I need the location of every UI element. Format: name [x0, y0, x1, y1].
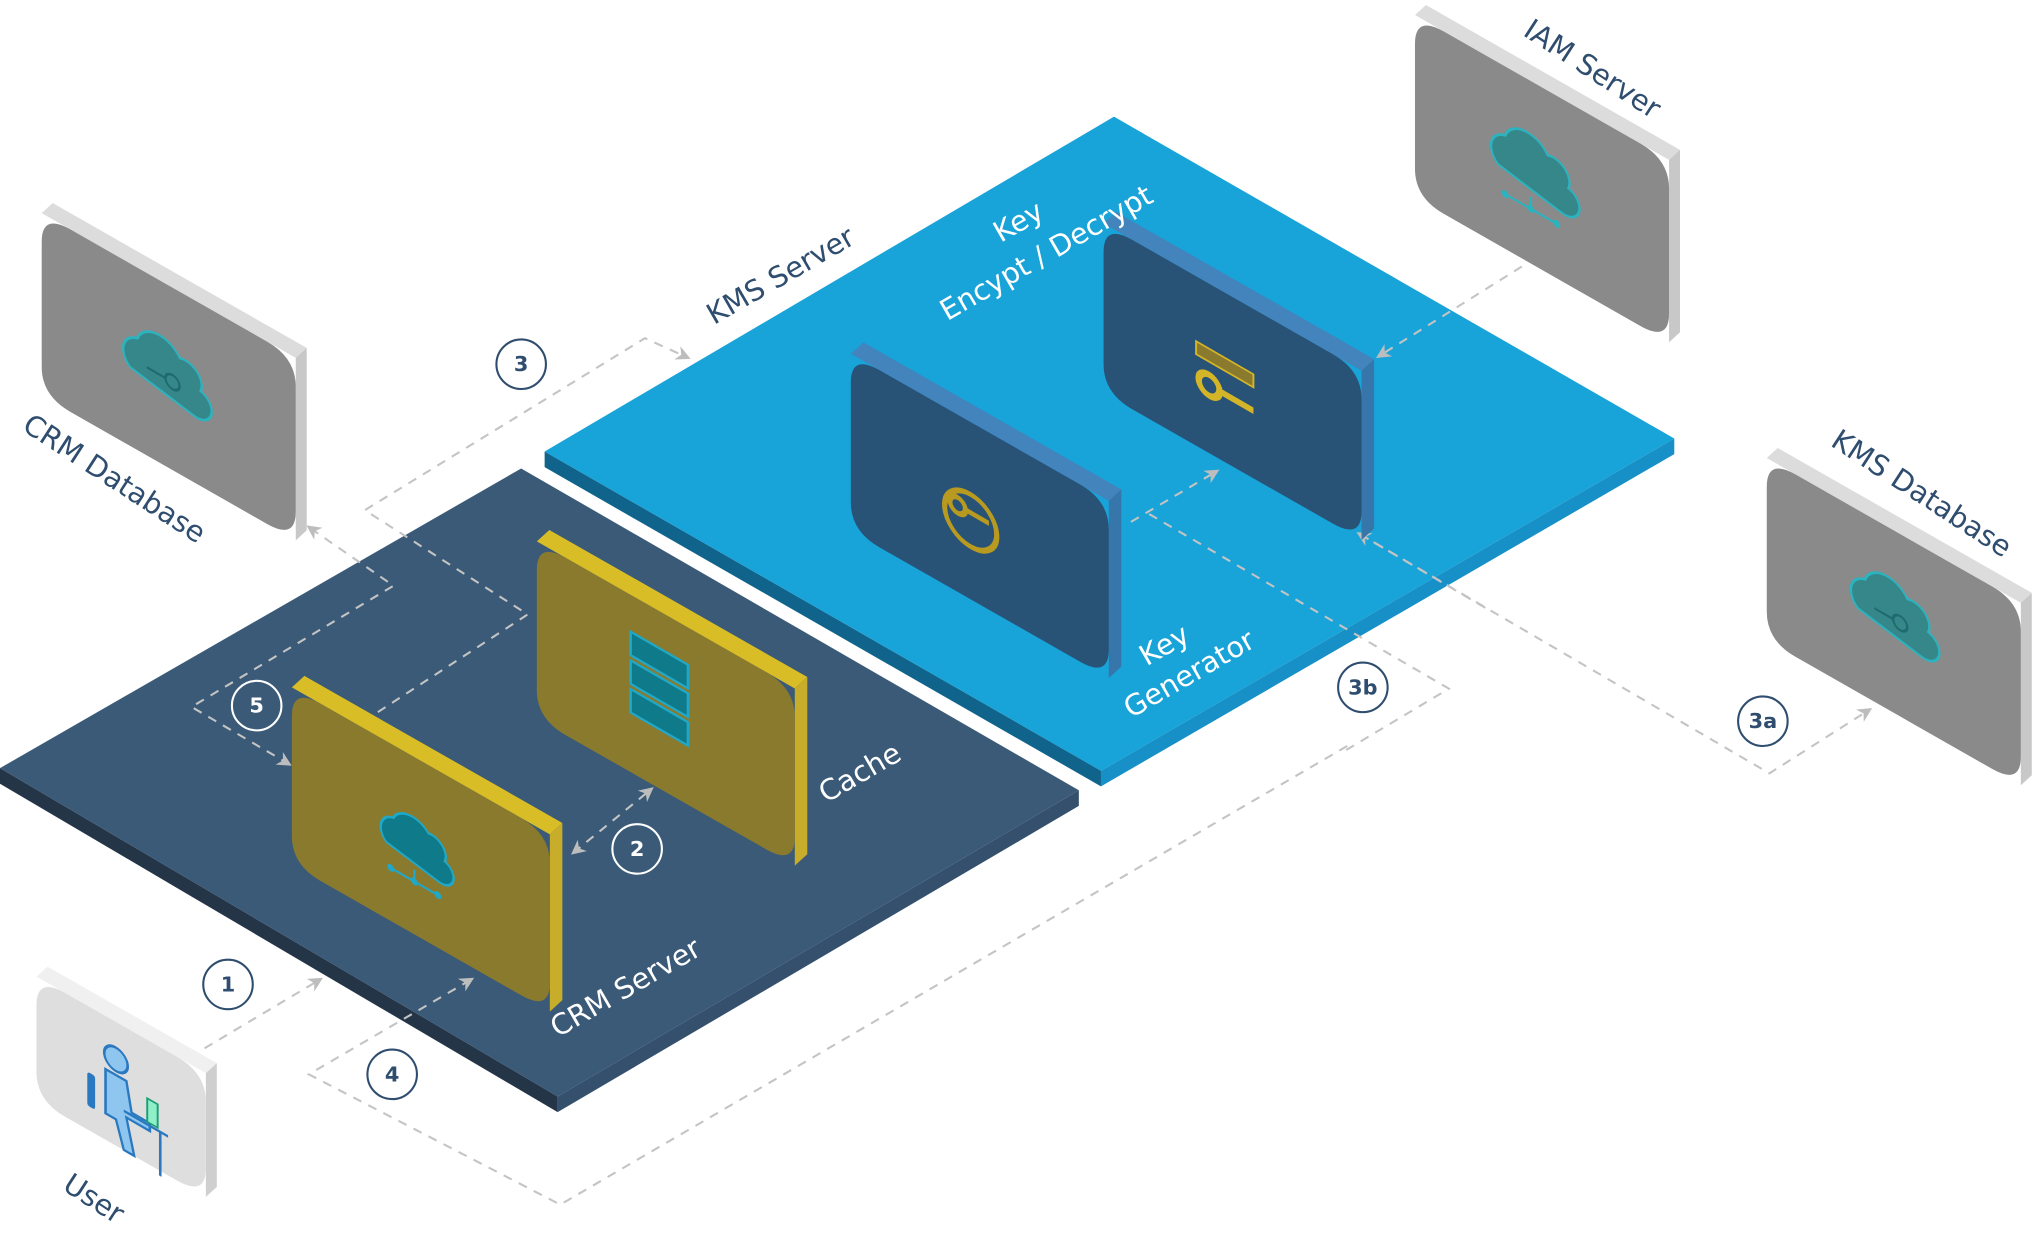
user-tile-side-edge — [205, 1063, 217, 1197]
key-generator-tile-side-edge — [1108, 489, 1122, 679]
step-badge-3[interactable]: 3 — [495, 338, 547, 391]
key-encrypt-decrypt-tile-side-edge — [1361, 359, 1375, 540]
step-badge-4-label: 4 — [385, 1062, 400, 1086]
iam-server-tile-side-edge — [1669, 149, 1681, 343]
step-badge-3-label: 3 — [514, 352, 529, 376]
crm-platform-left-edge — [0, 768, 558, 1113]
step-badge-3b[interactable]: 3b — [1337, 661, 1389, 714]
crm-server-tile-side-edge — [549, 822, 563, 1012]
flow-step-1 — [204, 977, 324, 1050]
crm-server-tile-top-edge — [291, 675, 563, 835]
iam-server-tile-top-edge — [1414, 5, 1681, 160]
step-badge-4[interactable]: 4 — [366, 1048, 418, 1101]
step-badge-1[interactable]: 1 — [202, 958, 254, 1011]
flow-lines — [189, 265, 1873, 1206]
cache-tile-side-edge — [794, 677, 808, 866]
kms-platform — [544, 116, 1675, 787]
step-badge-5-label: 5 — [249, 694, 264, 718]
key-encrypt-decrypt-tile-top-edge — [1103, 212, 1375, 371]
flow-step-3a — [1358, 532, 1873, 775]
crm-platform-right-edge — [557, 790, 1079, 1113]
flow-iam-to-encrypt — [1376, 265, 1523, 358]
kms-database-tile-top-edge — [1766, 448, 2032, 603]
flow-step-4 — [306, 745, 1348, 1206]
step-badge-3b-label: 3b — [1348, 675, 1377, 699]
crm-database-cloud-key-icon — [122, 330, 213, 422]
user-label: User — [57, 1166, 130, 1230]
crm-database-tile-side-edge — [295, 347, 307, 541]
kms-database-tile-side-edge — [2020, 592, 2032, 786]
crm-platform — [0, 468, 1079, 1113]
key-encrypt-decrypt-tile-face — [1103, 233, 1362, 530]
user-at-desk-icon — [87, 1044, 169, 1177]
kms-database-cloud-key-icon — [1849, 571, 1941, 663]
step-badge-3a[interactable]: 3a — [1737, 695, 1789, 748]
flow-step-3 — [362, 336, 691, 713]
key-encrypt-decrypt-key-password-icon — [1195, 339, 1255, 415]
flow-step-5 — [189, 525, 396, 766]
step-badge-2-label: 2 — [630, 837, 645, 861]
kms-platform-top — [544, 116, 1675, 771]
user-tile-top-edge — [36, 966, 217, 1074]
step-badge-5[interactable]: 5 — [230, 679, 283, 732]
cache-tile-top-edge — [536, 529, 808, 689]
flow-step-3b — [1148, 513, 1451, 754]
crm-database-tile-top-edge — [41, 203, 307, 358]
kms-platform-right-edge — [1100, 438, 1675, 787]
cache-server-stack-icon — [629, 629, 690, 748]
crm-server-cloud-network-icon — [379, 812, 455, 900]
crm-platform-top — [0, 468, 1079, 1097]
key-generator-key-circle-icon — [942, 487, 1000, 554]
step-badge-3a-label: 3a — [1749, 709, 1778, 733]
flow-step-3a-tail — [1356, 532, 1486, 609]
kms-platform-left-edge — [544, 451, 1101, 787]
key-generator-tile-top-edge — [850, 342, 1122, 501]
iam-server-cloud-network-icon — [1489, 127, 1581, 228]
step-badge-1-label: 1 — [221, 972, 236, 996]
key-encrypt-decrypt-tile[interactable] — [1103, 212, 1375, 540]
step-badge-2[interactable]: 2 — [611, 823, 663, 875]
